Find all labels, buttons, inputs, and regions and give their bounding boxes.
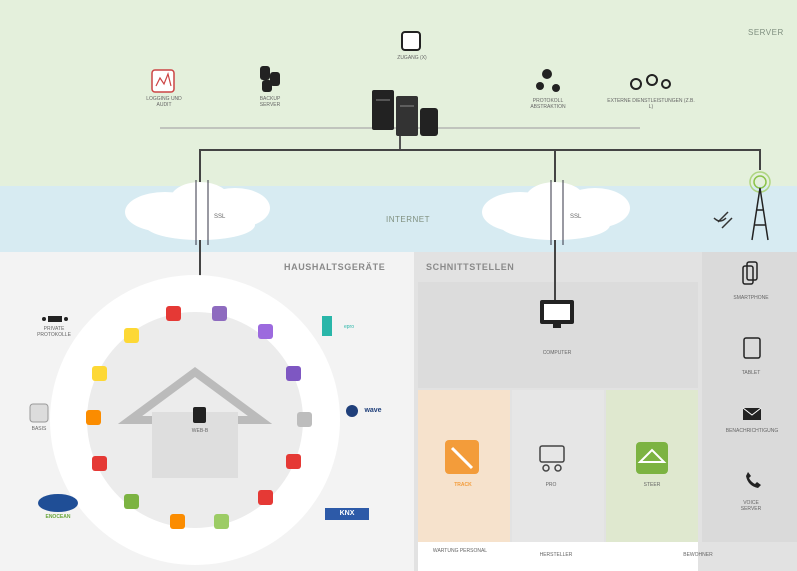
ssl-left-label: SSL [214,214,226,220]
pro-icon [539,445,565,472]
household-title: HAUSHALTSGERÄTE [284,262,386,272]
computer-label: COMPUTER [542,350,572,356]
private-protocol-label: PRIVATE PROTOKOLLE [37,326,71,338]
cloud-right [482,182,630,240]
app-icon-orange-b [170,514,185,529]
zwave-logo-icon [346,405,358,417]
knx-label: KNX [339,510,355,517]
mail-icon [742,407,762,420]
interfaces-title: SCHNITTSTELLEN [426,262,515,272]
app-icon-grey [297,412,312,427]
app-icon-orange [86,410,101,425]
app-icon-purple [212,306,227,321]
phone-icon [746,472,761,488]
bewohner-label: BEWOHNER [683,552,713,558]
computer-tile [418,282,698,388]
backup-icon [260,66,280,92]
zugang-icon [401,31,421,51]
wartung-label: WARTUNG PERSONAL [432,548,488,554]
app-icon-yellow-b [124,328,139,343]
internet-title: INTERNET [386,215,430,224]
cloud-left [125,182,270,240]
app-icon-lock [286,454,301,469]
app-icon-red [166,306,181,321]
enocean-logo-icon [38,494,78,512]
ssl-right-label: SSL [570,214,582,220]
steer-label: STEER [643,482,661,488]
private-protocol-icon [42,316,68,322]
smartphone-label: SMARTPHONE [733,295,769,301]
epro-logo-icon [322,316,332,336]
firewall-right [550,180,564,245]
app-icon-lime [214,514,229,529]
antenna-tower-icon [749,171,771,241]
smartphone-icon [742,261,758,285]
pro-tile [512,390,604,542]
app-icon-violet [258,324,273,339]
app-icon-indigo [286,366,301,381]
app-icon-cal [258,490,273,505]
benachrichtigung-label: BENACHRICHTIGUNG [725,428,779,434]
protokoll-icon [536,69,560,92]
logging-label: LOGGING UND AUDIT [146,96,182,108]
server-stack-icon [372,90,438,136]
steer-icon [636,442,668,474]
app-icon-green [124,494,139,509]
hub-label: WEB-B [191,428,209,434]
server-title: SERVER [748,28,784,37]
track-label: TRACK [454,482,472,488]
logging-icon [151,69,175,93]
epro-label: epro [343,324,354,330]
tablet-icon [743,337,761,359]
firewall-left [195,180,209,245]
pro-label: PRO [545,482,557,488]
extern-icon [630,74,671,90]
basis-label: BASIS [31,426,47,432]
track-icon [445,440,479,474]
role-strip [418,542,698,571]
app-icon-red-b [92,456,107,471]
zwave-label: wave [364,407,382,414]
zugang-label: ZUGANG (X) [397,55,427,61]
basis-icon [29,403,49,423]
protokoll-label: PROTOKOLL ABSTRAKTION [530,98,566,110]
computer-icon [540,300,574,328]
enocean-label: ENOCEAN [45,514,71,520]
tablet-label: TABLET [741,370,761,376]
satellite-icon [713,211,733,229]
backup-label: BACKUP SERVER [259,96,281,108]
knx-logo-icon [325,508,369,520]
device-column [702,252,797,542]
hersteller-label: HERSTELLER [539,552,573,558]
hub-icon [193,407,206,423]
voice-label: VOICE SERVER [740,500,762,512]
app-icon-yellow [92,366,107,381]
extern-label: EXTERNE DIENSTLEISTUNGEN (Z.B. L) [607,98,695,110]
server-zone [0,0,797,186]
